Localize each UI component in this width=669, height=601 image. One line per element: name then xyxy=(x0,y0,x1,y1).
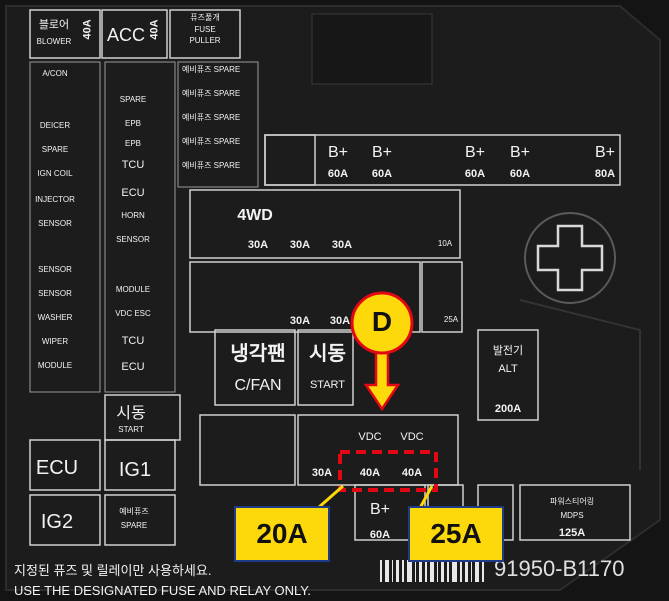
label-ig2: IG2 xyxy=(40,511,74,533)
label-spare-mid: SPARE xyxy=(119,95,147,104)
amp-b7: 80A xyxy=(594,168,616,180)
marker-d-circle xyxy=(350,291,414,355)
amp-power-seat: 30A xyxy=(311,467,333,479)
label-vdc-1: VDC xyxy=(358,431,382,443)
label-module: MODULE xyxy=(37,361,73,370)
panel-recess xyxy=(311,13,433,85)
amp-acc: 40A xyxy=(148,19,161,40)
amp-b-plus-lower: 60A xyxy=(369,529,391,541)
label-vdc-2: VDC xyxy=(400,431,424,443)
part-number: 91950-B1170 xyxy=(494,556,625,581)
label-aircon: A/CON xyxy=(42,69,68,78)
label-sensor-4: SENSOR xyxy=(38,219,72,228)
amp-b3: 60A xyxy=(371,168,393,180)
notice-english: USE THE DESIGNATED FUSE AND RELAY ONLY. xyxy=(14,583,311,598)
cross-mark-icon xyxy=(536,224,604,292)
amp-vdc-1: 40A xyxy=(359,467,381,479)
amp-pretensioner-2: 30A xyxy=(331,239,353,251)
label-spare-left: SPARE xyxy=(41,145,69,154)
label-spare-3: 예비퓨즈 SPARE xyxy=(182,113,241,122)
label-b-plus-1: B+ xyxy=(327,144,348,161)
label-alternator-kr: 발전기 xyxy=(492,345,524,357)
amp-vdc-2: 40A xyxy=(401,467,423,479)
pointer-line-right xyxy=(418,485,434,509)
label-vdc-esc: VDC ESC xyxy=(115,309,151,318)
marker-d-label: D xyxy=(371,306,393,337)
label-spare-2: 예비퓨즈 SPARE xyxy=(182,89,241,98)
amp-25a-small: 25A xyxy=(443,315,459,324)
label-tcu-2: TCU xyxy=(121,159,145,171)
label-blower-en: BLOWER xyxy=(36,37,72,46)
label-alternator-en: ALT xyxy=(498,363,518,375)
notice-korean: 지정된 퓨즈 및 릴레이만 사용하세요. xyxy=(14,563,212,578)
amp-b6: 60A xyxy=(509,168,531,180)
callout-20a: 20A xyxy=(234,506,330,562)
label-b-plus-6: B+ xyxy=(509,144,530,161)
label-wiper: WIPER xyxy=(41,337,69,346)
label-b-plus-lower: B+ xyxy=(369,501,390,518)
label-ecu-2: ECU xyxy=(121,187,145,199)
amp-pretensioner-1: 30A xyxy=(289,239,311,251)
barcode xyxy=(380,560,484,582)
label-blower-kr: 블로어 xyxy=(38,19,70,31)
label-ig1: IG1 xyxy=(118,459,152,481)
amp-b1: 60A xyxy=(327,168,349,180)
label-4wd: 4WD xyxy=(237,207,273,224)
label-start-lower-en: START xyxy=(118,425,144,434)
label-start-en: START xyxy=(309,379,346,391)
label-module-3: MODULE xyxy=(115,285,151,294)
callout-25a: 25A xyxy=(408,506,504,562)
label-sensor-5: SENSOR xyxy=(116,235,150,244)
label-ecu-1: ECU xyxy=(121,361,145,373)
amp-active-hood-2: 30A xyxy=(329,315,351,327)
small-fuse-grid xyxy=(29,61,259,393)
amp-blower: 40A xyxy=(81,19,94,40)
amp-small-10a: 10A xyxy=(437,239,453,248)
label-spare-lower-kr: 예비퓨즈 xyxy=(119,507,149,516)
amp-b4: 60A xyxy=(464,168,486,180)
label-cooling-fan-kr: 냉각팬 xyxy=(230,343,286,365)
fuse-slot-outlines xyxy=(29,9,631,546)
amp-active-hood-1: 30A xyxy=(289,315,311,327)
label-b-plus-7: B+ xyxy=(594,144,615,161)
amp-4wd: 30A xyxy=(247,239,269,251)
panel-edge-line xyxy=(519,299,641,470)
label-acc: ACC xyxy=(106,25,145,45)
label-ecu-lower: ECU xyxy=(35,457,79,479)
label-epb-1: EPB xyxy=(124,119,141,128)
label-sensor-2: SENSOR xyxy=(38,289,72,298)
label-cooling-fan-en: C/FAN xyxy=(234,377,282,394)
label-fuse-puller-kr: 퓨즈풀개 xyxy=(190,13,220,22)
label-b-plus-4: B+ xyxy=(464,144,485,161)
label-spare-5: 예비퓨즈 SPARE xyxy=(182,161,241,170)
label-spare-lower-en: SPARE xyxy=(120,521,148,530)
amp-mdps: 125A xyxy=(558,527,586,539)
panel-body xyxy=(5,5,661,591)
highlight-dashed-box xyxy=(338,450,438,492)
label-washer: WASHER xyxy=(37,313,73,322)
label-start-lower-kr: 시동 xyxy=(116,405,146,422)
label-deicer: DEICER xyxy=(39,121,71,130)
label-injector: INJECTOR xyxy=(35,195,75,204)
label-spare-1: 예비퓨즈 SPARE xyxy=(182,65,241,74)
label-start-kr: 시동 xyxy=(309,343,346,365)
label-epb-2: EPB xyxy=(124,139,141,148)
label-ign-coil: IGN COIL xyxy=(37,169,73,178)
label-fuse-puller-en1: FUSE xyxy=(194,25,216,34)
label-sensor-1: SENSOR xyxy=(38,265,72,274)
pointer-line-left xyxy=(317,484,344,510)
round-socket xyxy=(524,212,616,304)
label-fuse-puller-en2: PULLER xyxy=(189,36,221,45)
label-spare-4: 예비퓨즈 SPARE xyxy=(182,137,241,146)
label-b-plus-3: B+ xyxy=(371,144,392,161)
label-mdps-en: MDPS xyxy=(560,511,584,520)
amp-alternator: 200A xyxy=(494,403,522,415)
label-horn: HORN xyxy=(121,211,145,220)
label-mdps-kr: 파워스티어링 xyxy=(549,497,595,506)
label-tcu-1: TCU xyxy=(121,335,145,347)
